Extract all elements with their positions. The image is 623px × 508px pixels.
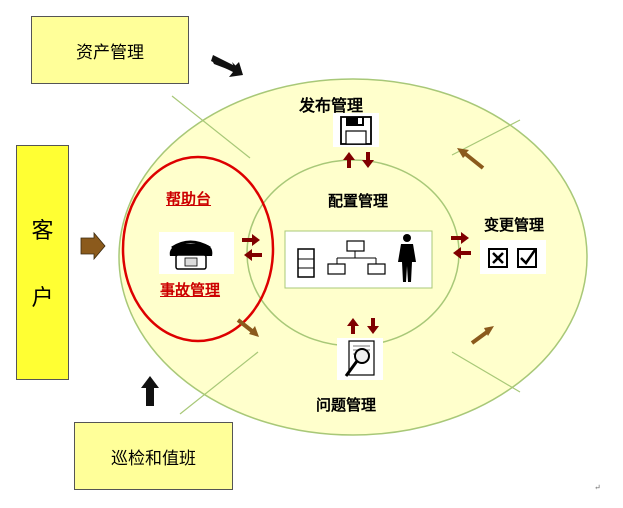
sector-line xyxy=(179,351,259,415)
left-arrow-icon xyxy=(244,249,262,261)
customer-label-2: 户 xyxy=(31,285,54,311)
right-arrow-icon xyxy=(242,234,260,246)
helpdesk-highlight-ellipse xyxy=(121,155,275,343)
checkbox-icon xyxy=(480,240,546,274)
release-management-label: 发布管理 xyxy=(299,96,364,115)
asset-management-label: 资产管理 xyxy=(76,42,144,63)
ring-arrow-shaft xyxy=(236,318,254,333)
incident-management-label: 事故管理 xyxy=(160,281,221,299)
ring-arrow-icon xyxy=(484,326,494,336)
patrol-duty-box: 巡检和值班 xyxy=(74,422,233,490)
customer-box: 客 户 xyxy=(16,145,69,380)
floppy-disk-icon xyxy=(333,113,379,147)
sector-line xyxy=(171,95,251,159)
helpdesk-label: 帮助台 xyxy=(166,190,212,208)
ring-arrow-icon xyxy=(249,326,259,337)
right-arrow-icon xyxy=(451,232,469,244)
magnifier-document-icon xyxy=(337,338,383,380)
sector-line xyxy=(451,351,521,393)
asset-management-box: 资产管理 xyxy=(31,16,189,84)
change-management-label: 变更管理 xyxy=(484,216,545,234)
customer-label-1: 客 xyxy=(31,219,54,245)
telephone-icon xyxy=(159,232,234,274)
asset-arrow-icon-shape xyxy=(211,55,243,77)
patrol-duty-label: 巡检和值班 xyxy=(111,448,196,469)
down-arrow-icon xyxy=(367,318,379,334)
patrol-arrow-icon xyxy=(141,376,159,406)
problem-management-label: 问题管理 xyxy=(316,396,377,414)
left-arrow-icon xyxy=(453,247,471,259)
customer-arrow-icon xyxy=(80,231,106,261)
up-arrow-icon xyxy=(347,318,359,334)
end-mark: ↵ xyxy=(594,483,601,492)
config-org-chart-icon xyxy=(284,230,433,289)
ring-arrow-shaft xyxy=(470,330,489,345)
ring-arrow-shaft xyxy=(461,150,485,170)
up-arrow-icon xyxy=(343,152,355,168)
down-arrow-icon xyxy=(362,152,374,168)
config-management-label: 配置管理 xyxy=(328,192,389,210)
